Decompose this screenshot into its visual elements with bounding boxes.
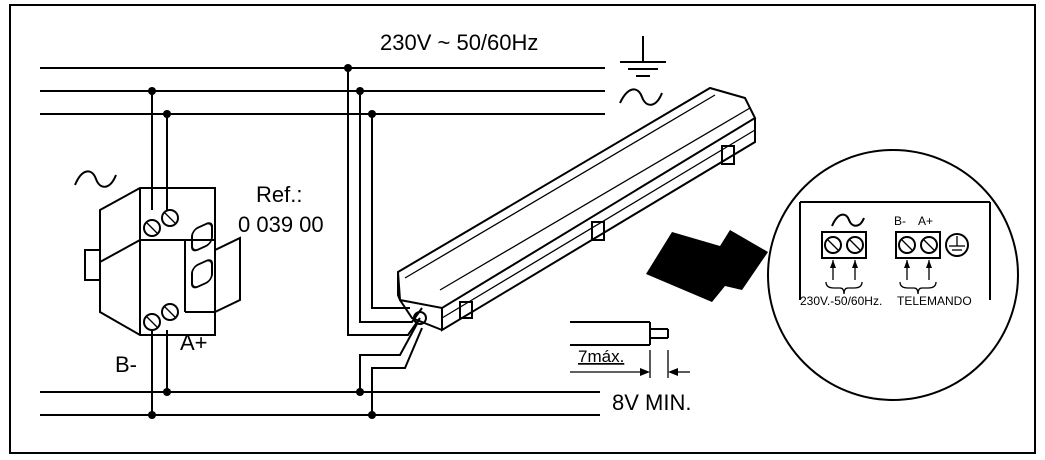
- emergency-luminaire: [396, 86, 757, 332]
- terminal-a-label: A+: [180, 330, 208, 355]
- detail-b-label: B-: [894, 214, 906, 228]
- wire-section-label: 8V MIN.: [612, 390, 691, 415]
- ref-number: 0 039 00: [238, 212, 324, 237]
- detail-remote-caption: TELEMANDO: [897, 294, 972, 308]
- detail-arrow-icon: [646, 230, 768, 302]
- cable-strip-detail: [570, 321, 690, 378]
- ac-wave-icon: [619, 88, 663, 106]
- supply-label: 230V ~ 50/60Hz: [380, 30, 538, 55]
- terminal-b-label: B-: [115, 352, 137, 377]
- remote-lines: [40, 391, 600, 416]
- strip-length-label: 7máx.: [578, 347, 624, 366]
- detail-supply-caption: 230V.-50/60Hz.: [800, 294, 882, 308]
- detail-a-label: A+: [918, 214, 933, 228]
- luminaire-wiring: [344, 64, 423, 419]
- diagram-frame: [9, 4, 1036, 454]
- mains-lines: [40, 67, 605, 115]
- earth-icon: [620, 36, 666, 77]
- module-ac-icon: [74, 170, 117, 188]
- terminal-detail: [767, 149, 1019, 401]
- remote-control-module: [84, 87, 241, 419]
- ref-label: Ref.:: [256, 182, 302, 207]
